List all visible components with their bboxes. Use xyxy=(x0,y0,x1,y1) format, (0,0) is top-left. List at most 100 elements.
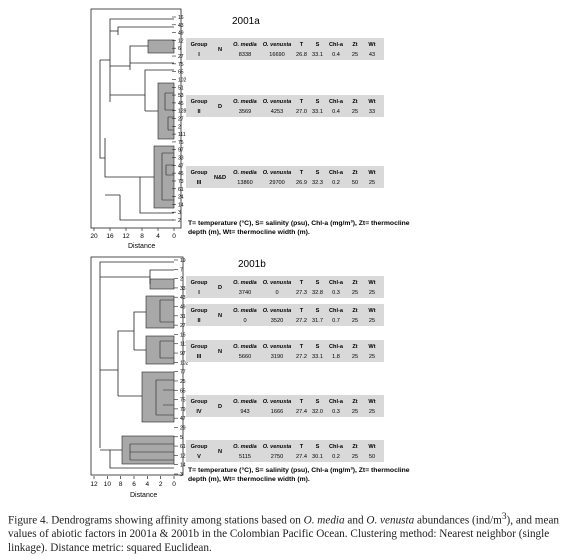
table-value-cell: 29700 xyxy=(269,180,285,186)
leaf-label: 3 xyxy=(180,472,183,478)
plot-frame xyxy=(90,256,184,476)
table-header-cell: T xyxy=(300,170,304,176)
leaf-label: 19 xyxy=(180,258,186,264)
table-header-cell: N&D xyxy=(214,175,226,181)
table-value-cell: 5660 xyxy=(239,354,251,360)
table-value-cell: 26.8 xyxy=(296,52,307,58)
table-value-cell: 0 xyxy=(275,290,278,296)
table-header-cell: T xyxy=(300,308,304,314)
table-header-cell: O. media xyxy=(233,170,257,176)
table-header-cell: N xyxy=(218,449,222,455)
table-header-cell: Group xyxy=(191,444,208,450)
inner-branches xyxy=(161,92,174,201)
leaf-label: 6 xyxy=(178,46,181,52)
leaf-label: 45 xyxy=(178,101,184,107)
abbreviation-note-line1: T= temperature (°C), S= salinity (psu), … xyxy=(188,219,410,227)
table-value-cell: 25 xyxy=(352,354,358,360)
table-header-cell: O. venusta xyxy=(263,344,292,350)
leaf-label: 47 xyxy=(180,416,186,422)
leaf-label: 16 xyxy=(180,332,186,338)
table-value-cell: 32.8 xyxy=(312,290,323,296)
table-value-cell: 943 xyxy=(240,409,249,415)
table-header-cell: Group xyxy=(191,399,208,405)
table-header-cell: Zt xyxy=(352,280,357,286)
table-value-cell: V xyxy=(197,454,201,460)
table-value-cell: 25 xyxy=(369,180,375,186)
leaf-label: 45 xyxy=(178,171,184,177)
leaf-label: 29 xyxy=(180,425,186,431)
leaf-label: 31 xyxy=(180,314,186,320)
table-header-cell: Group xyxy=(191,344,208,350)
table-value-cell: 25 xyxy=(369,409,375,415)
table-value-cell: I xyxy=(198,290,200,296)
leaf-label: 97 xyxy=(180,351,186,357)
table-header-cell: Chl-a xyxy=(329,399,344,405)
axis-tick-label: 8 xyxy=(140,233,144,240)
leaf-label: 75 xyxy=(178,62,184,68)
table-header-cell: Wt xyxy=(368,280,375,286)
panel-title: 2001a xyxy=(232,16,260,27)
table-header-cell: O. media xyxy=(233,99,257,105)
table-value-cell: 30.1 xyxy=(312,454,323,460)
leaf-label: 51 xyxy=(178,85,184,91)
table-value-cell: 50 xyxy=(352,180,358,186)
caption-species: O. media xyxy=(303,514,345,527)
table-value-cell: 27.4 xyxy=(296,454,307,460)
leaf-label: 14 xyxy=(180,463,186,469)
leaf-label: 65 xyxy=(178,70,184,76)
axis-tick-label: 4 xyxy=(146,481,150,488)
table-value-cell: III xyxy=(197,354,202,360)
table-background xyxy=(186,340,384,362)
table-value-cell: 4253 xyxy=(271,109,283,115)
axis-tick-label: 0 xyxy=(172,233,176,240)
plot-frame xyxy=(90,8,182,229)
leaf-label: 33 xyxy=(178,156,184,162)
axis-tick-label: 0 xyxy=(172,481,176,488)
leaf-labels: 1972334349312716111971027725657579472956… xyxy=(174,258,189,478)
table-value-cell: 25 xyxy=(352,318,358,324)
inner-branches xyxy=(129,299,174,461)
leaf-label: 102 xyxy=(178,77,187,83)
table-value-cell: 3740 xyxy=(239,290,251,296)
axis-tick-label: 12 xyxy=(90,481,98,488)
leaf-label: 128 xyxy=(178,109,187,115)
table-header-cell: T xyxy=(300,280,304,286)
table-value-cell: I xyxy=(198,52,200,58)
axis-tick-label: 16 xyxy=(106,233,114,240)
leaf-label: 2 xyxy=(178,124,181,130)
table-value-cell: 33 xyxy=(369,109,375,115)
dendrogram-figure: 2001a 1643491262775651025153451282721117… xyxy=(90,8,410,499)
leaf-label: 111 xyxy=(178,132,186,138)
leaf-label: 65 xyxy=(180,388,186,394)
cluster-block-group-i xyxy=(149,278,175,290)
table-value-cell: 32.0 xyxy=(312,409,323,415)
abbreviation-note-line2: depth (m), Wt= thermocline width (m). xyxy=(188,229,310,236)
table-header-cell: Chl-a xyxy=(329,444,344,450)
table-header-cell: Zt xyxy=(352,344,357,350)
table-header-cell: D xyxy=(218,404,222,410)
table-value-cell: 0.2 xyxy=(332,180,340,186)
table-value-cell: 33.1 xyxy=(312,52,323,58)
table-header-cell: Group xyxy=(191,280,208,286)
table-value-cell: 16690 xyxy=(269,52,285,58)
table-header-cell: O. media xyxy=(233,42,257,48)
abbreviation-note-line1: T= temperature (°C), S= salinity (psu), … xyxy=(188,466,410,474)
table-header-cell: Zt xyxy=(352,308,357,314)
dendrogram-branches xyxy=(99,261,174,469)
table-value-cell: 8338 xyxy=(239,52,251,58)
caption-text: and xyxy=(344,514,367,527)
panel-2001b: 2001b 1972334349312716111971027725657579… xyxy=(90,256,410,499)
table-header-cell: S xyxy=(316,42,320,48)
table-header-cell: Chl-a xyxy=(329,42,344,48)
table-header-cell: O. venusta xyxy=(263,170,292,176)
table-header-cell: Chl-a xyxy=(329,344,344,350)
leaf-label: 73 xyxy=(178,179,184,185)
table-background xyxy=(186,304,384,326)
table-value-cell: II xyxy=(197,109,201,115)
leaf-label: 5 xyxy=(180,435,183,441)
table-background xyxy=(186,440,384,462)
leaf-label: 14 xyxy=(178,202,184,208)
table-background xyxy=(186,38,384,60)
